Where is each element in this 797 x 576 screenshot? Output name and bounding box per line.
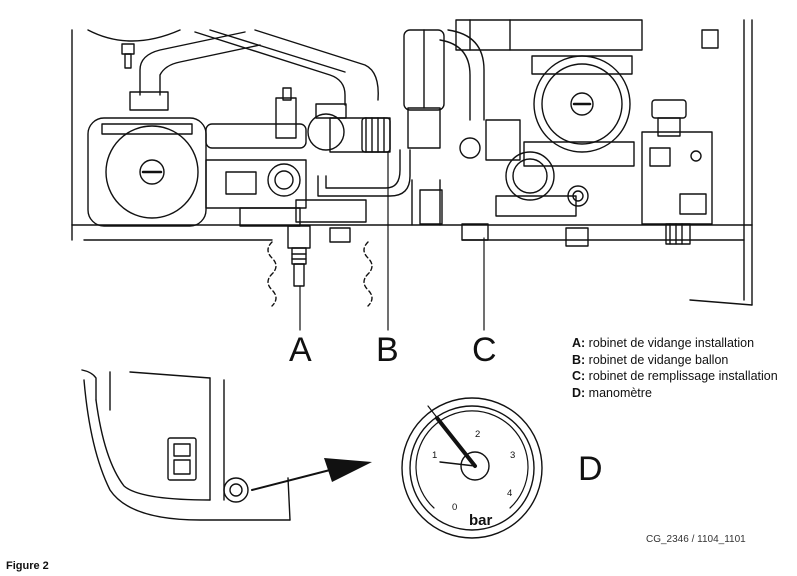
gauge-scale-0: 0 <box>452 502 458 513</box>
callout-b: B <box>376 331 399 369</box>
pointer-arrow <box>251 458 372 491</box>
legend-item: C: robinet de remplissage installation <box>572 368 778 385</box>
left-pump <box>87 117 207 227</box>
gauge-scale-2: 2 <box>475 429 481 440</box>
gas-valve <box>641 29 719 245</box>
legend-text: manomètre <box>585 385 652 400</box>
legend-item: B: robinet de vidange ballon <box>572 352 778 369</box>
legend-item: A: robinet de vidange installation <box>572 335 778 352</box>
legend-key: D: <box>572 385 586 400</box>
legend-key: B: <box>572 352 586 367</box>
gauge-scale-3: 3 <box>510 450 516 461</box>
drain-tap-a <box>287 225 351 287</box>
central-pipe <box>403 29 485 226</box>
expansion-vessel <box>87 29 181 69</box>
pressure-gauge <box>401 397 543 539</box>
legend-key: C: <box>572 369 586 383</box>
gauge-scale-1: 1 <box>432 450 438 461</box>
central-fittings <box>205 87 411 227</box>
callout-a: A <box>289 331 312 369</box>
legend-item: D: manomètre <box>572 385 778 402</box>
legend-text: robinet de vidange installation <box>585 336 755 350</box>
legend: A: robinet de vidange installation B: ro… <box>572 335 778 401</box>
callout-c: C <box>472 331 497 369</box>
casing-bottom <box>81 369 291 521</box>
gauge-unit: bar <box>469 512 493 529</box>
drawing-reference: CG_2346 / 1104_1101 <box>646 534 746 545</box>
callout-d: D <box>578 450 603 488</box>
break-lines <box>267 241 373 307</box>
legend-key: A: <box>572 336 586 350</box>
right-pump <box>455 19 643 167</box>
gauge-scale-4: 4 <box>507 488 513 499</box>
right-fittings <box>459 119 589 247</box>
boiler-casing <box>71 19 753 306</box>
left-pipes <box>129 29 379 111</box>
figure-caption: Figure 2 <box>6 560 49 572</box>
legend-text: robinet de remplissage installation <box>585 369 778 383</box>
legend-text: robinet de vidange ballon <box>585 352 729 367</box>
leader-lines <box>299 151 485 331</box>
